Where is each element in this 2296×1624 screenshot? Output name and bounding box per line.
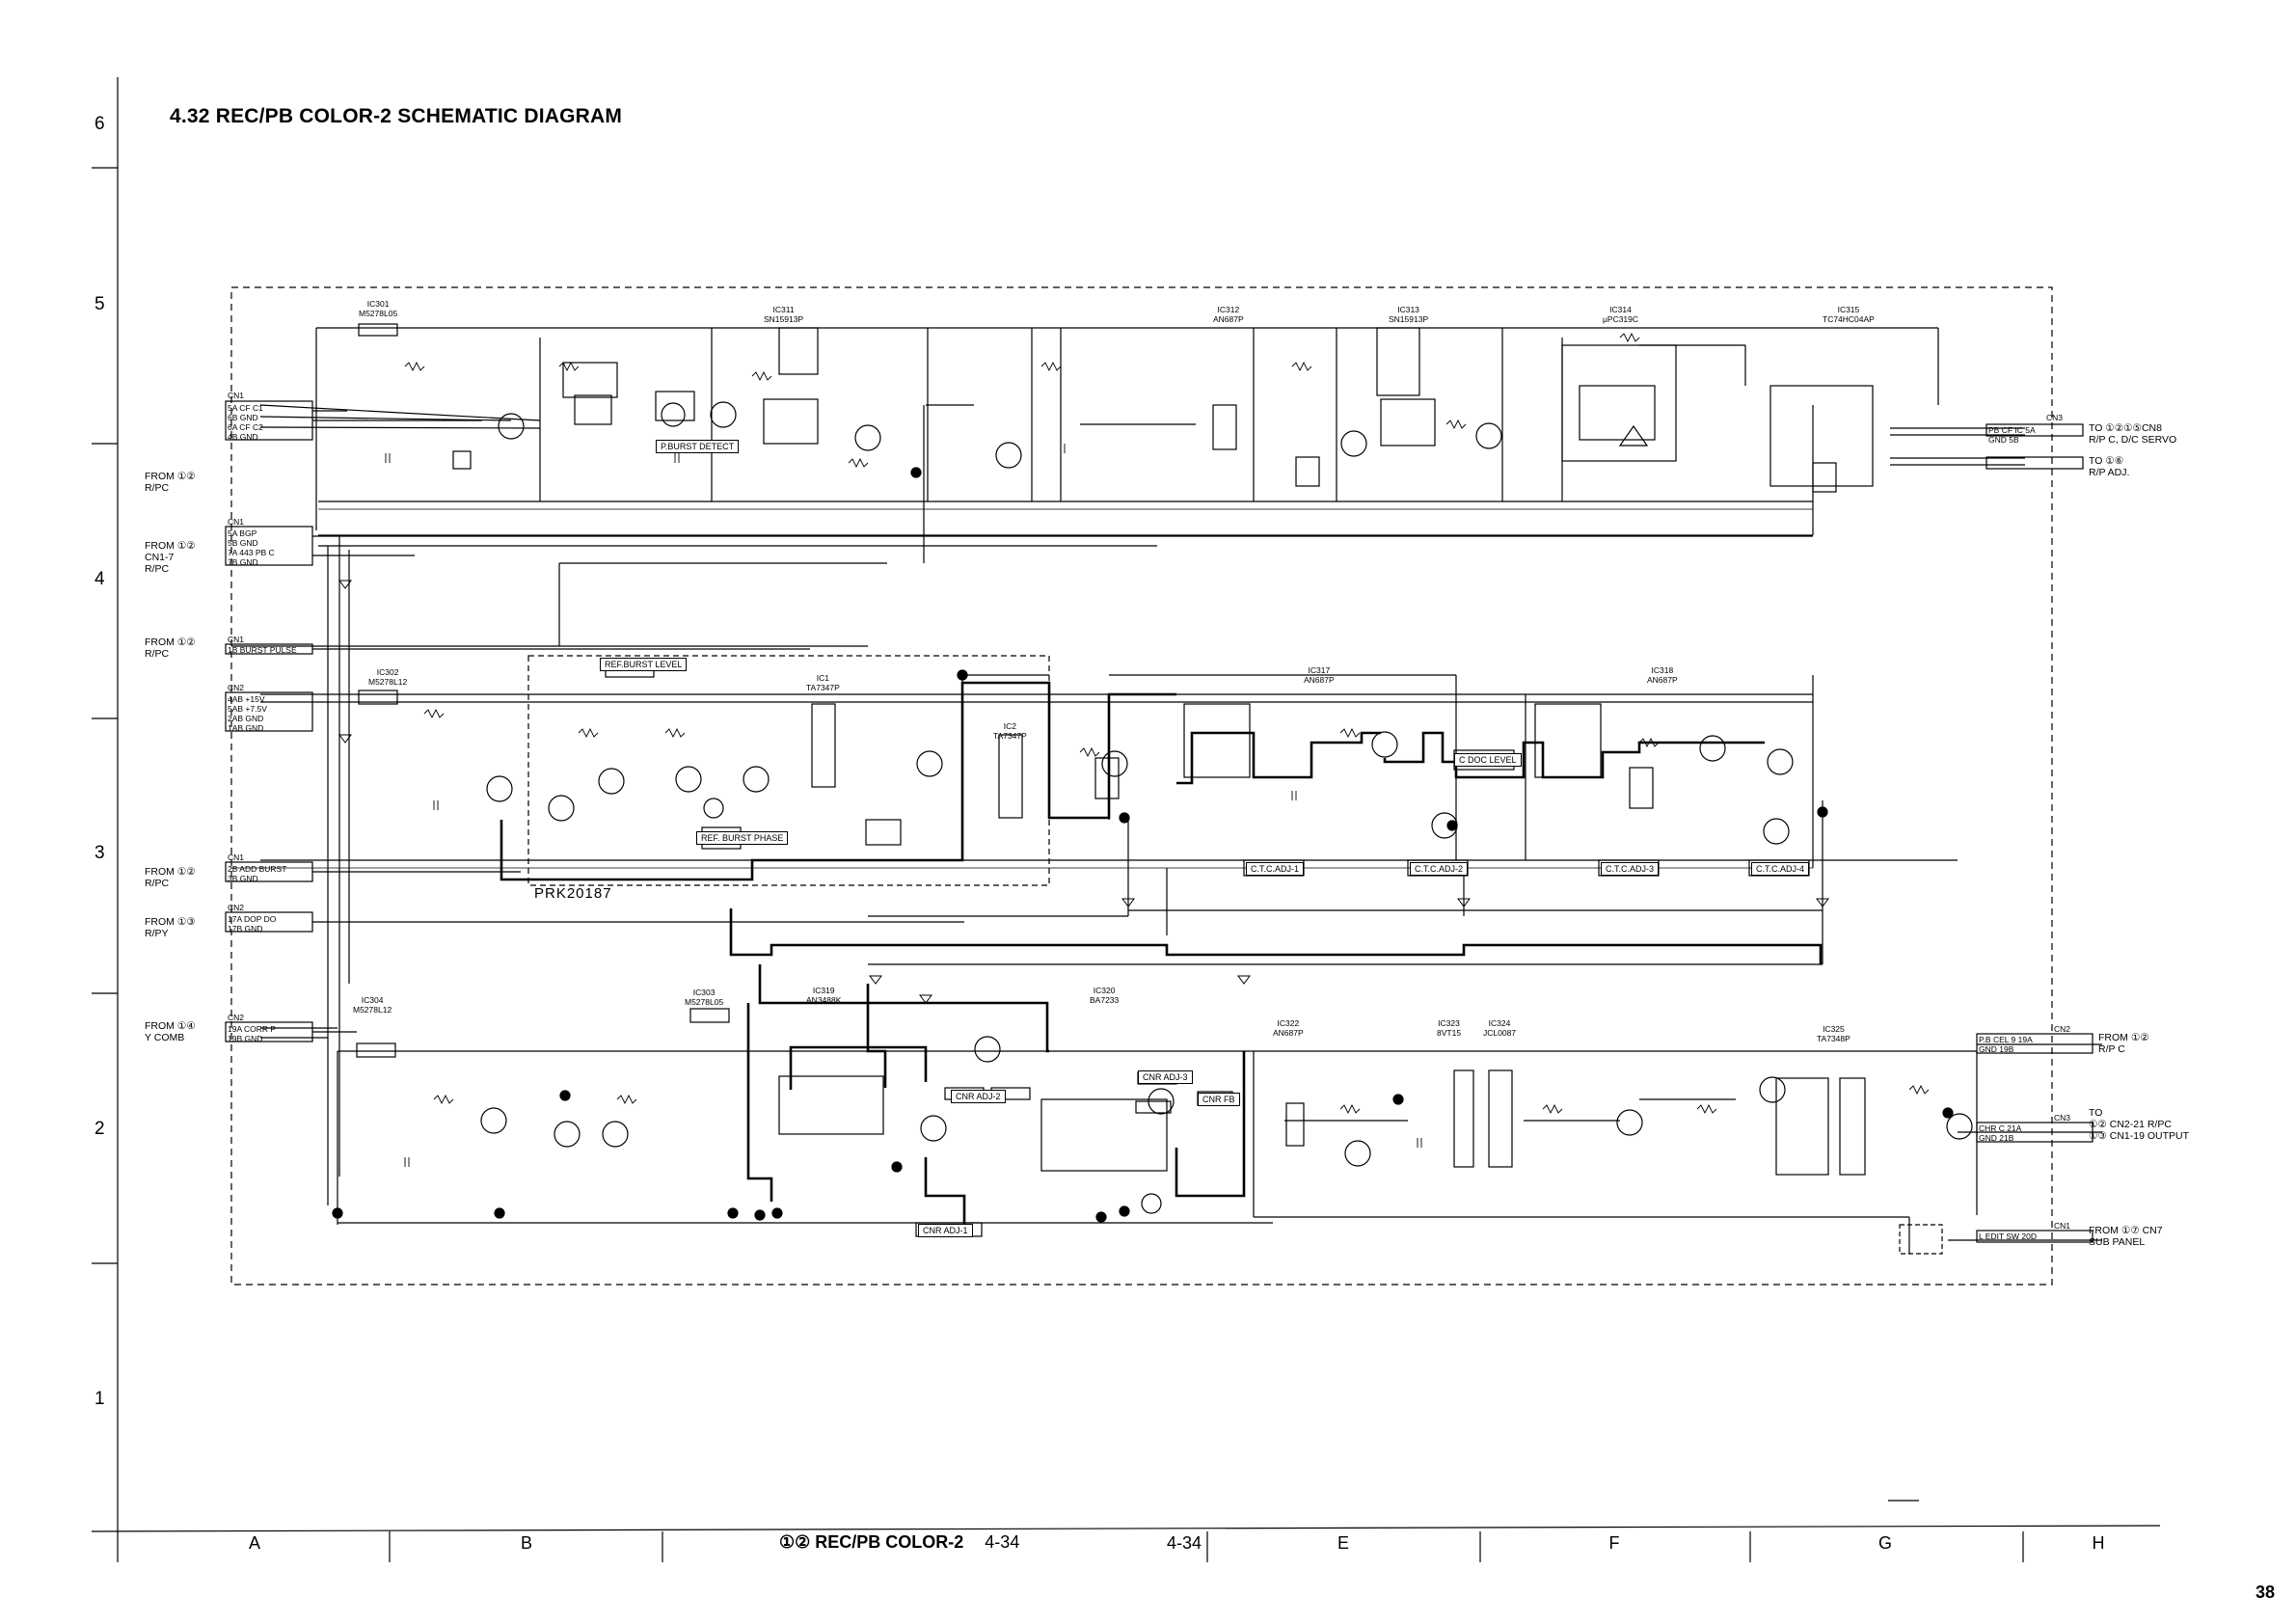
ctc-adj-2-label: C.T.C.ADJ-2 — [1410, 862, 1469, 876]
ic-label: IC302 M5278L12 — [368, 667, 408, 687]
ic-label: IC322 AN687P — [1273, 1018, 1304, 1038]
column-label-g: G — [1877, 1533, 1892, 1553]
connector-cn3-a-name: CN3 — [2046, 413, 2064, 422]
ctc-adj-1-label: C.T.C.ADJ-1 — [1246, 862, 1305, 876]
output-label-cn2-21: TO ①② CN2-21 R/PC ①③ CN1-19 OUTPUT — [2089, 1107, 2190, 1142]
row-label-2: 2 — [95, 1119, 105, 1139]
footer-page-right: 4-34 — [1167, 1533, 1202, 1553]
input-label-rpc-cf: FROM ①② R/PC — [145, 471, 196, 494]
ic-label: IC317 AN687P — [1304, 665, 1335, 685]
connector-pin: GND 21B — [1979, 1133, 2014, 1143]
connector-cn1-b-name: CN1 — [228, 517, 245, 527]
column-label-h: H — [2092, 1533, 2105, 1553]
connector-pin: 4B GND — [228, 432, 258, 442]
connector-pin: P.B CEL 9 19A — [1979, 1035, 2033, 1044]
connector-pin: L EDIT SW 20D — [1979, 1232, 2037, 1241]
connector-pin: 6B GND — [228, 413, 258, 422]
connector-pin: 5B GND — [228, 538, 258, 548]
connector-pin: 5A BGP — [228, 528, 257, 538]
ic-label: IC303 M5278L05 — [685, 988, 724, 1007]
ic-label: IC301 M5278L05 — [359, 299, 398, 318]
connector-pin: 4AB +15V — [228, 694, 265, 704]
input-label-rpc-bgp: FROM ①② CN1-7 R/PC — [145, 540, 196, 575]
ic-label: IC320 BA7233 — [1090, 986, 1120, 1005]
connector-pin: 3B GND — [228, 874, 258, 883]
row-label-5: 5 — [95, 294, 105, 314]
row-label-6: 6 — [95, 114, 105, 134]
column-label-a: A — [248, 1533, 260, 1553]
cnr-fb-label: CNR FB — [1198, 1093, 1240, 1106]
column-label-e: E — [1337, 1533, 1349, 1553]
input-label-rpc-addburst: FROM ①② R/PC — [145, 866, 196, 889]
connector-pin: 5A CF C1 — [228, 403, 263, 413]
ic-label: IC304 M5278L12 — [353, 995, 392, 1015]
connector-cn3-b-name: CN3 — [2054, 1113, 2071, 1123]
ic-label: IC311 SN15913P — [764, 305, 804, 324]
connector-cn2-c-name: CN2 — [228, 1013, 245, 1022]
ref-burst-phase-label: REF. BURST PHASE — [696, 831, 789, 845]
footer-page-left: 4-34 — [985, 1532, 1020, 1552]
ic-label: IC313 SN15913P — [1389, 305, 1429, 324]
connector-cn1-d-name: CN1 — [228, 853, 245, 862]
row-label-4: 4 — [95, 569, 105, 589]
input-label-sub-panel: FROM ①⑦ CN7 SUB PANEL — [2089, 1225, 2163, 1248]
c-doc-level-label: C DOC LEVEL — [1454, 753, 1522, 767]
column-label-b: B — [520, 1533, 532, 1553]
connector-pin: 2AB GND — [228, 714, 264, 723]
connector-pin: PB CF IC 5A — [1988, 425, 2036, 435]
connector-pin: GND 19B — [1979, 1044, 2014, 1054]
page-number: 38 — [2255, 1583, 2275, 1602]
ic-label: IC312 AN687P — [1213, 305, 1244, 324]
ic-label: IC2 TA7347P — [993, 721, 1027, 741]
ic-label: IC314 μPC319C — [1603, 305, 1639, 324]
ic-label: IC325 TA7348P — [1817, 1024, 1850, 1043]
footer-board-label: ①② REC/PB COLOR-2 4-34 — [779, 1532, 1019, 1553]
connector-cn2-b-name: CN2 — [228, 903, 245, 912]
row-label-3: 3 — [95, 843, 105, 863]
connector-cn1-a-name: CN1 — [228, 391, 245, 400]
page-title: 4.32 REC/PB COLOR-2 SCHEMATIC DIAGRAM — [170, 105, 623, 127]
connector-pin: 5AB +7.5V — [228, 704, 267, 714]
connector-pin: 17B GND — [228, 924, 263, 934]
connector-pin: CHR C 21A — [1979, 1123, 2022, 1133]
connector-pin: 6A CF C2 — [228, 422, 263, 432]
cnr-adj-3-label: CNR ADJ-3 — [1138, 1070, 1193, 1084]
row-label-1: 1 — [95, 1389, 105, 1409]
board-code: PRK20187 — [534, 885, 612, 902]
ic-label: IC319 AN3488K — [806, 986, 842, 1005]
connector-cn1-e-name: CN1 — [2054, 1221, 2071, 1231]
ic-label: IC318 AN687P — [1647, 665, 1678, 685]
input-label-ycomb: FROM ①④ Y COMB — [145, 1020, 196, 1043]
connector-pin: 19B GND — [228, 1034, 263, 1043]
ic-label: IC324 JCL0087 — [1483, 1018, 1517, 1038]
input-label-rpc-right: FROM ①② R/P C — [2098, 1032, 2149, 1055]
ctc-adj-3-label: C.T.C.ADJ-3 — [1601, 862, 1660, 876]
connector-cn1-c-name: CN1 — [228, 635, 245, 644]
connector-pin: 2B ADD BURST — [228, 864, 287, 874]
connector-pin: 17A DOP DO — [228, 914, 277, 924]
cnr-adj-2-label: CNR ADJ-2 — [951, 1090, 1006, 1103]
output-label-rp-adj: TO ①⑥ R/P ADJ. — [2089, 455, 2130, 478]
connector-pin: 7A 443 PB C — [228, 548, 275, 557]
connector-pin: 1B BURST PULSE — [228, 645, 297, 655]
ic-label: IC323 8VT15 — [1437, 1018, 1462, 1038]
ic-label: IC1 TA7347P — [806, 673, 840, 692]
connector-pin: 19A CORR P — [228, 1024, 277, 1034]
input-label-rpy: FROM ①③ R/PY — [145, 916, 196, 939]
ref-burst-level-label: REF.BURST LEVEL — [600, 658, 688, 671]
connector-pin: GND 5B — [1988, 435, 2019, 445]
column-label-f: F — [1608, 1533, 1620, 1553]
p-burst-detect-label: P.BURST DETECT — [656, 440, 740, 453]
footer-board-name: ①② REC/PB COLOR-2 — [779, 1532, 964, 1552]
connector-cn2-d-name: CN2 — [2054, 1024, 2071, 1034]
connector-pin: 7B GND — [228, 557, 258, 567]
ctc-adj-4-label: C.T.C.ADJ-4 — [1751, 862, 1810, 876]
cnr-adj-1-label: CNR ADJ-1 — [918, 1224, 973, 1237]
connector-pin: 1AB GND — [228, 723, 264, 733]
connector-cn2-a-name: CN2 — [228, 683, 245, 692]
output-label-servo: TO ①②①⑤CN8 R/P C, D/C SERVO — [2089, 422, 2177, 446]
ic-label: IC315 TC74HC04AP — [1823, 305, 1875, 324]
input-label-rpc-burst: FROM ①② R/PC — [145, 636, 196, 660]
